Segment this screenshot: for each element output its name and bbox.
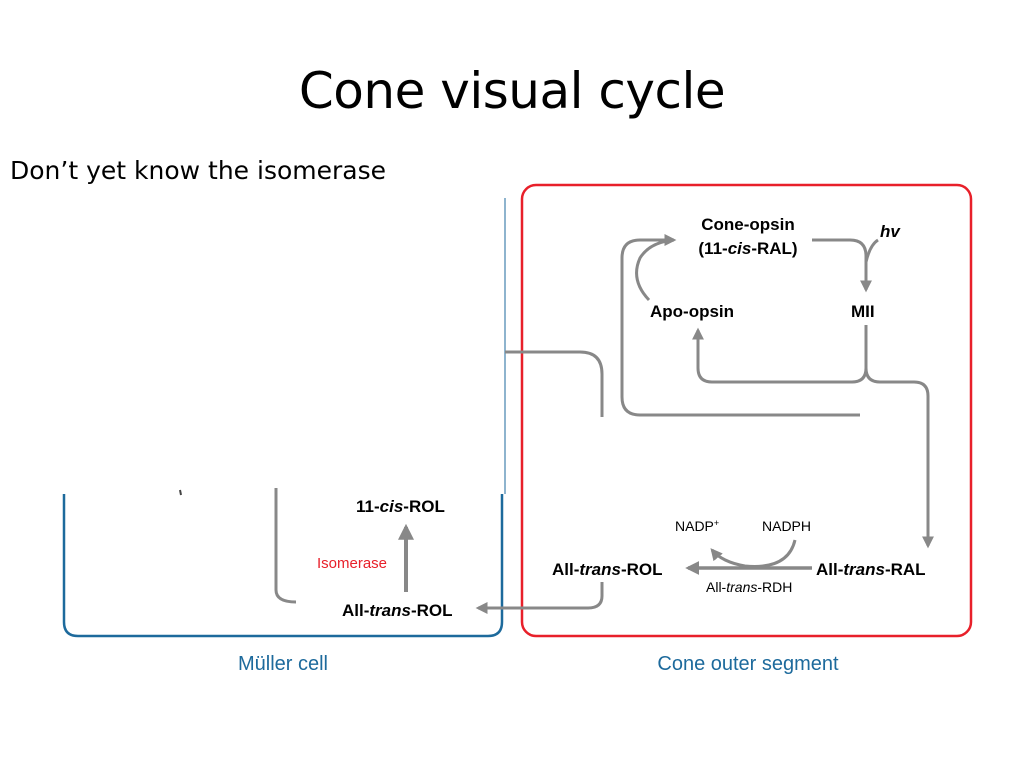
label-nadph: NADPH	[762, 518, 811, 534]
mii-to-apo-arrow	[692, 325, 868, 384]
tick-mark	[179, 489, 182, 496]
label-isomerase: Isomerase	[317, 555, 387, 572]
muller-to-cone-line	[505, 350, 604, 417]
label-nadp: NADP+	[675, 518, 719, 534]
cone-outer-segment-border	[520, 183, 973, 638]
hv-curve	[864, 238, 879, 263]
apo-to-opsin-arrow	[635, 238, 675, 302]
label-hv: hv	[880, 222, 901, 241]
label-cone-opsin: Cone-opsin	[701, 215, 795, 234]
label-11-cis-ral: (11-cis-RAL)	[698, 239, 797, 258]
label-all-trans-rdh: All-trans-RDH	[706, 579, 792, 595]
label-all-trans-ral: All-trans-RAL	[816, 560, 926, 579]
label-mii: MII	[851, 302, 875, 321]
slide-subtitle: Don’t yet know the isomerase	[10, 156, 387, 185]
nadph-to-nadp-arrow	[710, 539, 797, 568]
mii-to-ral-arrow	[864, 367, 934, 549]
cone-to-muller-arrow	[475, 582, 604, 614]
label-11-cis-rol: 11-cis-ROL	[356, 497, 445, 516]
muller-cell-border	[62, 494, 504, 638]
label-muller-cell: Müller cell	[238, 653, 328, 675]
muller-return-line	[274, 488, 297, 604]
slide-title: Cone visual cycle	[298, 62, 726, 120]
label-apo-opsin: Apo-opsin	[650, 302, 734, 321]
label-cone-outer-segment: Cone outer segment	[657, 653, 839, 675]
opsin-to-mii-arrow	[812, 238, 872, 293]
label-cone-all-trans-rol: All-trans-ROL	[552, 560, 663, 579]
label-muller-all-trans-rol: All-trans-ROL	[342, 601, 453, 620]
outer-cycle-arrow	[620, 234, 860, 417]
